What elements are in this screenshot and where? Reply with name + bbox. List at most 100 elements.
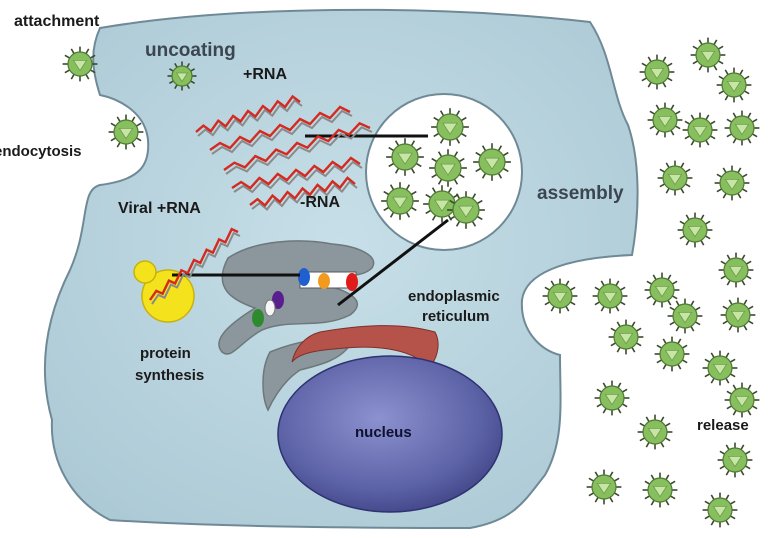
label-release: release bbox=[697, 417, 749, 434]
label-nucleus: nucleus bbox=[355, 424, 412, 441]
virus-particle bbox=[720, 297, 756, 333]
nucleus bbox=[277, 355, 503, 513]
virus-particle bbox=[716, 67, 752, 103]
virus-core bbox=[700, 51, 716, 63]
virus-particle bbox=[702, 492, 738, 528]
virus-particle bbox=[657, 160, 693, 196]
virus-particle bbox=[717, 442, 753, 478]
virus-core bbox=[458, 205, 474, 218]
label-attachment: attachment bbox=[14, 13, 100, 30]
virus-core bbox=[728, 265, 744, 278]
rna-strand bbox=[209, 105, 351, 151]
ribosome-large bbox=[141, 269, 195, 323]
virus-particle bbox=[429, 149, 467, 187]
protein-orange bbox=[318, 273, 330, 289]
rna-strand-shadow bbox=[197, 98, 303, 137]
virus-core bbox=[392, 196, 408, 209]
virus-core bbox=[654, 285, 670, 298]
label-uncoating: uncoating bbox=[145, 40, 236, 61]
virus-particle bbox=[62, 46, 98, 82]
label-reticulum: reticulum bbox=[422, 308, 490, 325]
virus-particle bbox=[644, 272, 680, 308]
virus-particle bbox=[654, 336, 690, 372]
virus-core bbox=[667, 173, 683, 186]
virus-core bbox=[596, 482, 612, 495]
virus-core bbox=[484, 157, 500, 170]
virus-core bbox=[602, 291, 618, 304]
protein-white bbox=[264, 299, 276, 317]
rna-strands bbox=[149, 94, 373, 305]
protein-green bbox=[252, 309, 264, 327]
label-synthesis: synthesis bbox=[135, 367, 205, 384]
protein-red bbox=[346, 273, 358, 291]
virus-particle bbox=[167, 61, 197, 91]
virus-particle bbox=[637, 414, 673, 450]
label-plus-rna: +RNA bbox=[243, 66, 288, 83]
virus-core bbox=[692, 126, 708, 138]
rna-strand-shadow bbox=[151, 231, 241, 305]
virus-particle bbox=[642, 472, 678, 508]
virus-core bbox=[434, 199, 450, 212]
virus-particle bbox=[386, 138, 424, 176]
virus-particle bbox=[667, 298, 703, 334]
connector-er-assembly bbox=[337, 218, 449, 307]
virus-particles bbox=[62, 37, 760, 528]
virus-core bbox=[677, 311, 693, 324]
label-endocytosis: endocytosis bbox=[0, 143, 82, 160]
rna-strand bbox=[231, 156, 361, 190]
virus-core bbox=[647, 427, 663, 440]
virus-particle bbox=[724, 382, 760, 418]
virus-core bbox=[440, 163, 456, 176]
protein-blue bbox=[298, 268, 310, 286]
virus-core bbox=[664, 349, 680, 362]
virus-particle bbox=[677, 212, 713, 248]
ribosome-small bbox=[133, 260, 157, 284]
label-minus-rna: -RNA bbox=[300, 194, 340, 211]
label-protein: protein bbox=[140, 345, 191, 362]
virus-core bbox=[618, 332, 634, 345]
rna-strand bbox=[249, 176, 356, 208]
virus-core bbox=[552, 291, 568, 304]
virus-particle bbox=[718, 252, 754, 288]
virus-core bbox=[175, 72, 189, 83]
virus-particle bbox=[592, 278, 628, 314]
virus-core bbox=[687, 225, 703, 238]
virus-core bbox=[657, 116, 673, 128]
virus-core bbox=[734, 124, 750, 136]
virus-core bbox=[730, 310, 746, 323]
rna-strand-shadow bbox=[225, 126, 373, 175]
virus-core bbox=[72, 60, 88, 72]
virus-core bbox=[397, 152, 413, 165]
virus-particle bbox=[381, 182, 419, 220]
virus-particle bbox=[108, 114, 144, 150]
virus-particle bbox=[608, 319, 644, 355]
virus-core bbox=[712, 363, 728, 376]
virus-particle bbox=[542, 278, 578, 314]
rna-strand-shadow bbox=[233, 160, 363, 194]
virus-particle bbox=[586, 469, 622, 505]
virus-core bbox=[724, 178, 740, 191]
virus-core bbox=[442, 122, 458, 135]
virus-particle bbox=[639, 54, 675, 90]
virus-particle bbox=[473, 143, 511, 181]
rna-strand bbox=[195, 94, 301, 133]
virus-core bbox=[118, 127, 134, 140]
virus-core bbox=[652, 485, 668, 498]
label-assembly: assembly bbox=[537, 183, 624, 204]
virus-particle bbox=[724, 110, 760, 146]
rna-strand-shadow bbox=[251, 180, 358, 211]
virus-particle bbox=[682, 112, 718, 148]
virus-core bbox=[712, 505, 728, 518]
virus-core bbox=[649, 68, 665, 80]
virus-particle bbox=[431, 108, 469, 146]
rough-er-ribbon bbox=[291, 325, 439, 369]
virus-core bbox=[727, 455, 743, 468]
virus-particle bbox=[702, 350, 738, 386]
label-endoplasmic: endoplasmic bbox=[408, 288, 500, 305]
rna-strand bbox=[223, 121, 371, 171]
virus-core bbox=[726, 81, 742, 93]
virus-core bbox=[734, 395, 750, 408]
virus-particle bbox=[647, 102, 683, 138]
